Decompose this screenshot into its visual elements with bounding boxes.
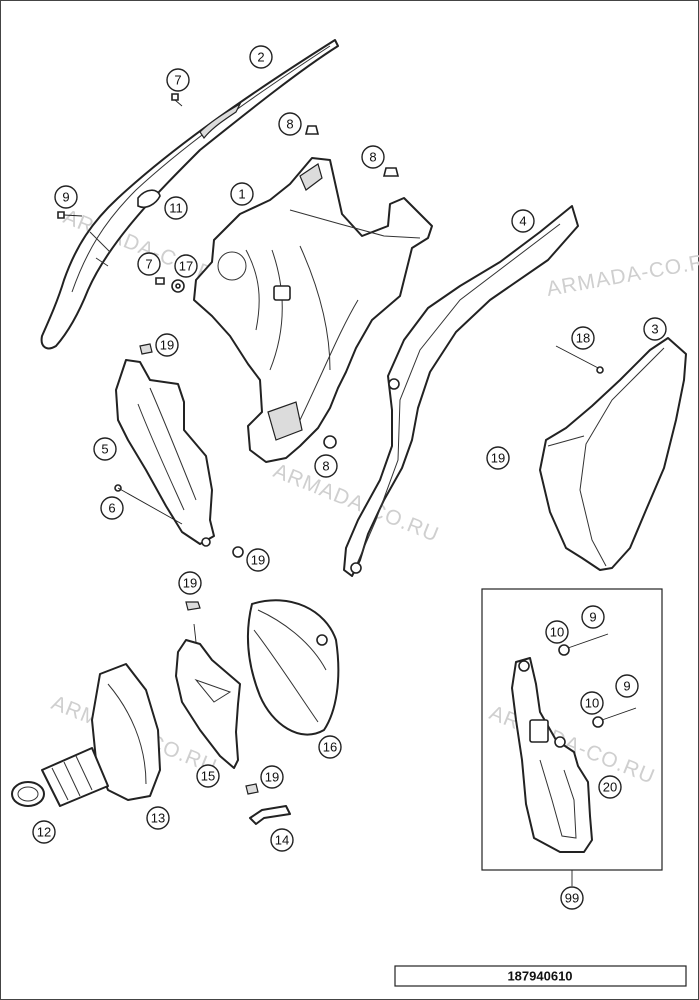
- part-13-intake-boot: [41, 663, 161, 807]
- callout-4: 4: [511, 209, 535, 233]
- callout-10a-label: 10: [550, 625, 564, 640]
- callout-16: 16: [318, 735, 342, 759]
- callout-13: 13: [146, 806, 170, 830]
- part-3-filter-box-cover: [539, 337, 687, 571]
- callout-12: 12: [32, 820, 56, 844]
- callout-1-label: 1: [238, 187, 245, 202]
- callout-9c-label: 9: [623, 679, 630, 694]
- callout-19e: 19: [260, 765, 284, 789]
- callout-3: 3: [643, 317, 667, 341]
- callout-3-label: 3: [651, 322, 658, 337]
- callout-19d-label: 19: [183, 576, 197, 591]
- callout-18-label: 18: [576, 331, 590, 346]
- callout-8b: 8: [361, 145, 385, 169]
- callout-10a: 10: [545, 620, 569, 644]
- callout-9a-label: 9: [62, 190, 69, 205]
- callout-8a: 8: [278, 112, 302, 136]
- callout-99: 99: [560, 886, 584, 910]
- callout-2-label: 2: [257, 50, 264, 65]
- callout-8c-label: 8: [322, 459, 329, 474]
- callout-19a: 19: [155, 333, 179, 357]
- callout-14: 14: [270, 828, 294, 852]
- callout-8c: 8: [314, 454, 338, 478]
- callout-7a: 7: [166, 68, 190, 92]
- watermark-2: ARMADA-CO.RU: [545, 248, 699, 301]
- part-5-filter-support: [114, 343, 244, 558]
- callout-17: 17: [174, 254, 198, 278]
- callout-7b-label: 7: [145, 257, 152, 272]
- callout-19c-label: 19: [491, 451, 505, 466]
- callout-14-label: 14: [275, 833, 289, 848]
- callout-11-label: 11: [169, 201, 183, 216]
- callout-11: 11: [164, 196, 188, 220]
- callout-17-label: 17: [179, 259, 193, 274]
- document-number-box: 187940610: [394, 965, 687, 987]
- callout-7a-label: 7: [174, 73, 181, 88]
- part-14-clip: [245, 783, 291, 825]
- part-20-mount-bracket: [511, 633, 637, 853]
- callout-20: 20: [598, 775, 622, 799]
- callout-5: 5: [93, 437, 117, 461]
- callout-19c: 19: [486, 446, 510, 470]
- hardware-fasteners: [57, 93, 604, 449]
- callout-16-label: 16: [323, 740, 337, 755]
- callout-8a-label: 8: [286, 117, 293, 132]
- callout-1: 1: [230, 182, 254, 206]
- callout-6: 6: [100, 496, 124, 520]
- callout-18: 18: [571, 326, 595, 350]
- callout-99-label: 99: [565, 891, 579, 906]
- callout-8b-label: 8: [369, 150, 376, 165]
- document-number: 187940610: [507, 969, 572, 984]
- callout-6-label: 6: [108, 501, 115, 516]
- callout-9a: 9: [54, 185, 78, 209]
- callout-7b: 7: [137, 252, 161, 276]
- callout-10b: 10: [580, 691, 604, 715]
- part-1-airbox-housing: [193, 157, 433, 463]
- callout-19b: 19: [246, 548, 270, 572]
- callout-13-label: 13: [151, 811, 165, 826]
- callout-9c: 9: [615, 674, 639, 698]
- callout-15: 15: [196, 764, 220, 788]
- callout-9b: 9: [581, 605, 605, 629]
- callout-15-label: 15: [201, 769, 215, 784]
- callout-4-label: 4: [519, 214, 526, 229]
- callout-20-label: 20: [603, 780, 617, 795]
- part-2-frame-trim: [40, 39, 339, 350]
- callout-19e-label: 19: [265, 770, 279, 785]
- part-15-filter-holder: [175, 601, 241, 769]
- callout-2: 2: [249, 45, 273, 69]
- callout-19d: 19: [178, 571, 202, 595]
- callout-10b-label: 10: [585, 696, 599, 711]
- callout-5-label: 5: [101, 442, 108, 457]
- callout-9b-label: 9: [589, 610, 596, 625]
- callout-19b-label: 19: [251, 553, 265, 568]
- part-12-hose-clamp: [11, 781, 45, 807]
- part-16-air-filter: [246, 599, 340, 736]
- callout-19a-label: 19: [160, 338, 174, 353]
- callout-12-label: 12: [37, 825, 51, 840]
- part-4-side-panel: [343, 205, 579, 577]
